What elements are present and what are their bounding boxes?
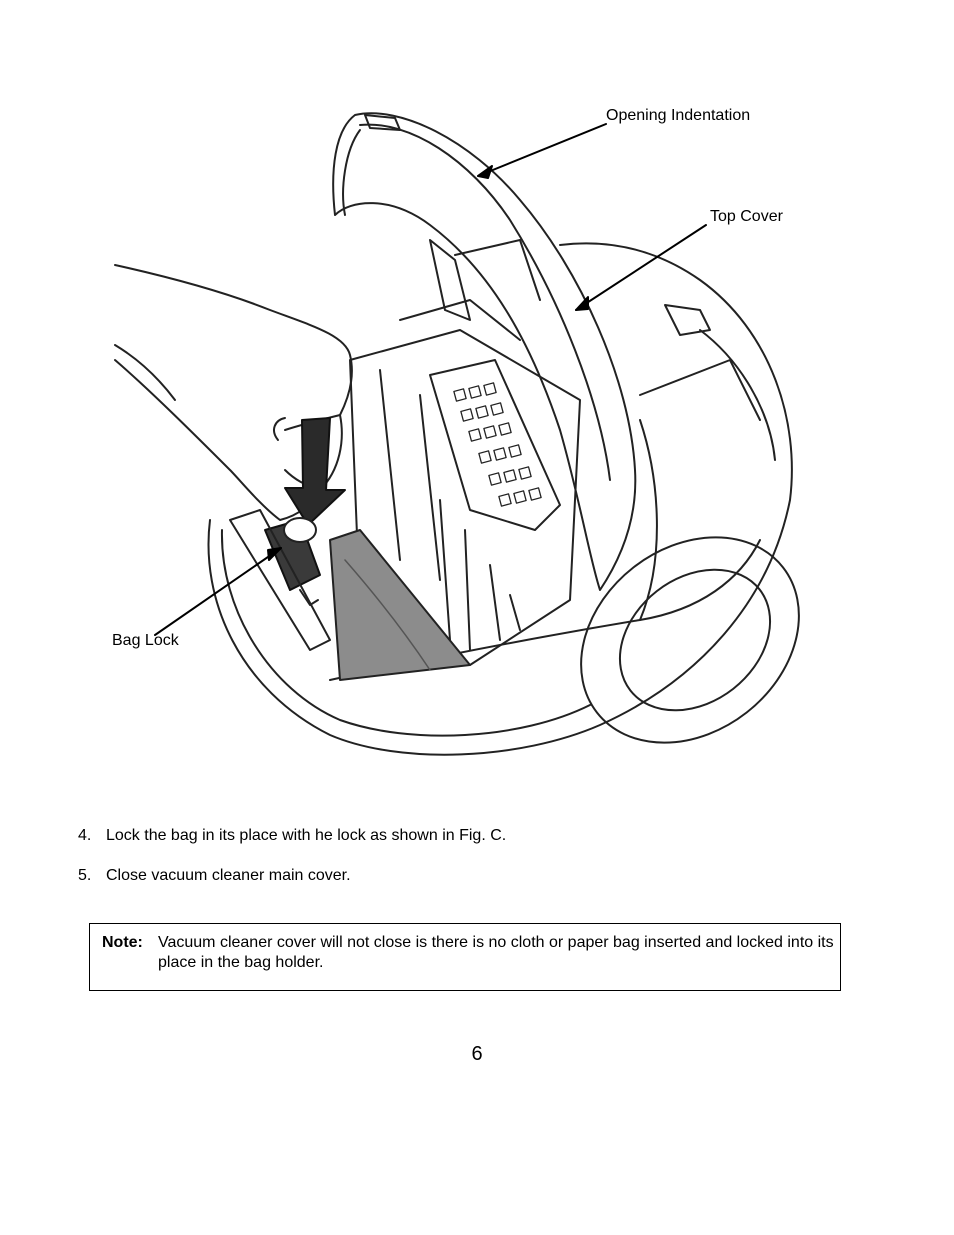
step-text: Lock the bag in its place with he lock a… <box>106 827 507 844</box>
vacuum-bag-lock-illustration <box>114 112 800 756</box>
bag-lock-part <box>229 509 331 651</box>
bag-compartment <box>349 299 581 666</box>
callout-opening-indentation: Opening Indentation <box>606 107 751 124</box>
page-number: 6 <box>471 1043 483 1065</box>
note-box: Note: Vacuum cleaner cover will not clos… <box>89 923 841 991</box>
step-4: 4. Lock the bag in its place with he lock… <box>78 826 506 846</box>
top-cover <box>332 112 637 591</box>
callout-arrows <box>154 123 707 636</box>
note-label: Note: <box>102 934 143 951</box>
note-text: Vacuum cleaner cover will not close is t… <box>158 934 834 971</box>
step-text: Close vacuum cleaner main cover. <box>106 867 351 884</box>
callout-top-cover: Top Cover <box>710 208 783 225</box>
wheel <box>580 536 800 744</box>
down-arrow-icon <box>284 417 346 526</box>
step-5: 5. Close vacuum cleaner main cover. <box>78 866 351 886</box>
step-number: 5. <box>78 867 92 884</box>
filter-grid <box>429 359 561 531</box>
callout-bag-lock: Bag Lock <box>112 632 179 649</box>
dust-bag <box>329 529 471 681</box>
step-number: 4. <box>78 827 92 844</box>
